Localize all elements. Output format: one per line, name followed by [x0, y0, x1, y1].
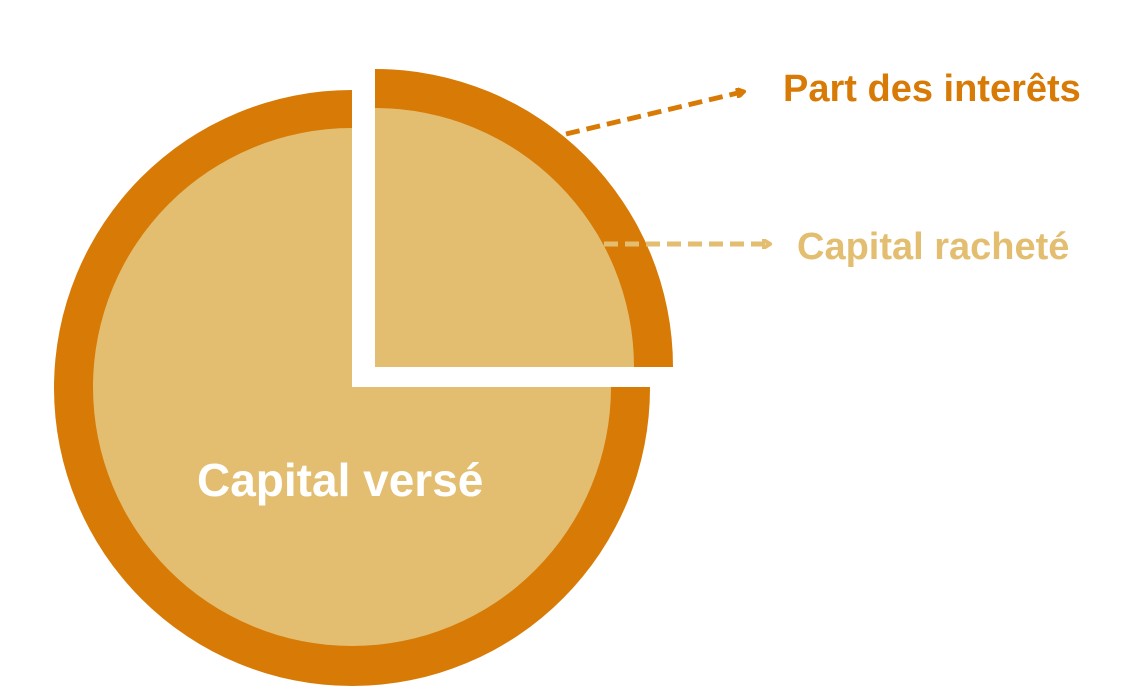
capital-verse-fill — [93, 128, 611, 646]
capital-verse-label: Capital versé — [197, 454, 484, 506]
capital-verse-slice — [54, 90, 651, 687]
interets-label: Part des interêts — [783, 68, 1081, 110]
capital-rachete-slice — [375, 69, 673, 367]
capital-rachete-label: Capital racheté — [797, 226, 1070, 268]
interets-pointer-arrow — [565, 92, 742, 137]
capital-rachete-fill — [375, 108, 634, 367]
